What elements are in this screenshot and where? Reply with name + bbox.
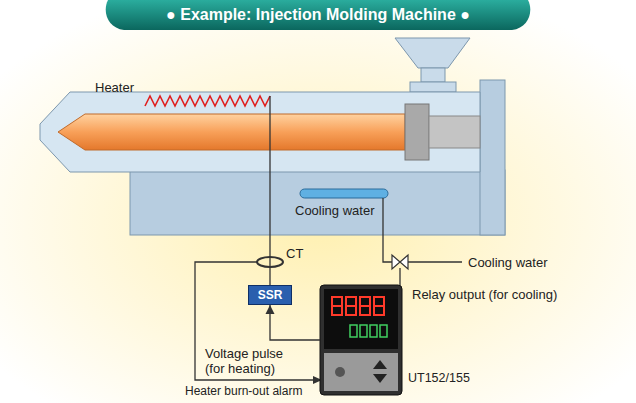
- heater-label: Heater: [95, 80, 134, 95]
- screw: [58, 104, 480, 160]
- controller-unit: UT152/155: [320, 285, 402, 395]
- relay-output-label: Relay output (for cooling): [412, 287, 557, 302]
- cooling-water-label: Cooling water: [295, 203, 375, 218]
- machine-housing: [40, 80, 505, 235]
- alarm-label: Heater burn-out alarm: [185, 384, 302, 399]
- model-label: UT152/155: [408, 371, 470, 386]
- current-transformer: [257, 257, 283, 267]
- voltage-pulse-line: [270, 305, 320, 340]
- edge-label: Voltage pulse (for heating): [205, 346, 300, 376]
- cooling-channel: [300, 189, 388, 198]
- heater-coil: [145, 96, 270, 106]
- wiring: [195, 96, 462, 380]
- controller-illustration: [320, 285, 402, 395]
- title-text: ● Example: Injection Molding Machine ●: [108, 0, 528, 30]
- title-band: [106, 0, 531, 30]
- hopper: [395, 38, 470, 92]
- ssr-box: SSR: [248, 285, 292, 305]
- ct-label: CT: [286, 246, 303, 261]
- cooling-valve: [392, 255, 408, 269]
- cooling-water-label: Cooling water: [468, 255, 548, 270]
- ssr-label: SSR: [258, 288, 283, 302]
- edge-arrowhead: [266, 305, 275, 314]
